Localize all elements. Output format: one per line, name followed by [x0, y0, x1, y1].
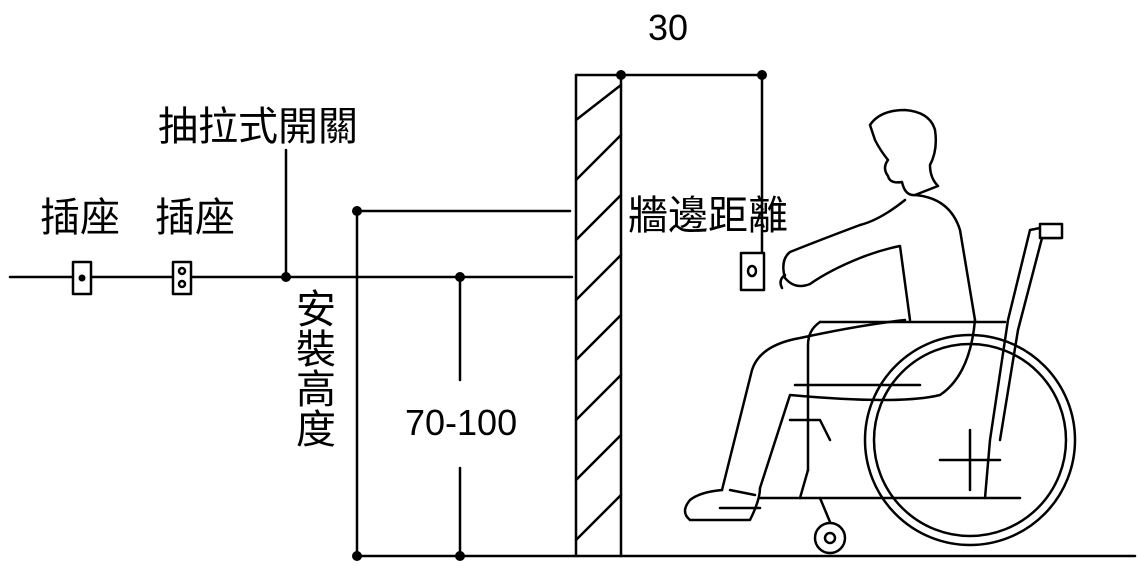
socket-2-label: 插座: [155, 195, 235, 241]
install-height-label: 安裝高度: [289, 288, 335, 448]
socket-2-icon: [171, 260, 193, 296]
upper-extent-junction: [352, 206, 362, 216]
socket-1-dot: [78, 274, 86, 282]
seated-person-icon: [683, 108, 977, 522]
wall: [574, 73, 623, 558]
pull-switch-junction: [281, 272, 291, 282]
top-distance-label: 30: [648, 7, 689, 48]
wall-distance-end-junction: [757, 70, 767, 80]
wall-switch-icon: [739, 251, 766, 292]
install-height-bottom-junction: [352, 551, 362, 561]
wheelchair-icon: [718, 222, 1077, 555]
pull-switch-label: 抽拉式開關: [158, 104, 358, 150]
wall-distance-label: 牆邊距離: [628, 193, 788, 239]
height-range-bottom-junction: [455, 551, 465, 561]
height-range-label: 70-100: [405, 402, 518, 443]
socket-1-label: 插座: [40, 195, 120, 241]
height-range-top-junction: [455, 272, 465, 282]
wall-top-junction: [616, 70, 626, 80]
